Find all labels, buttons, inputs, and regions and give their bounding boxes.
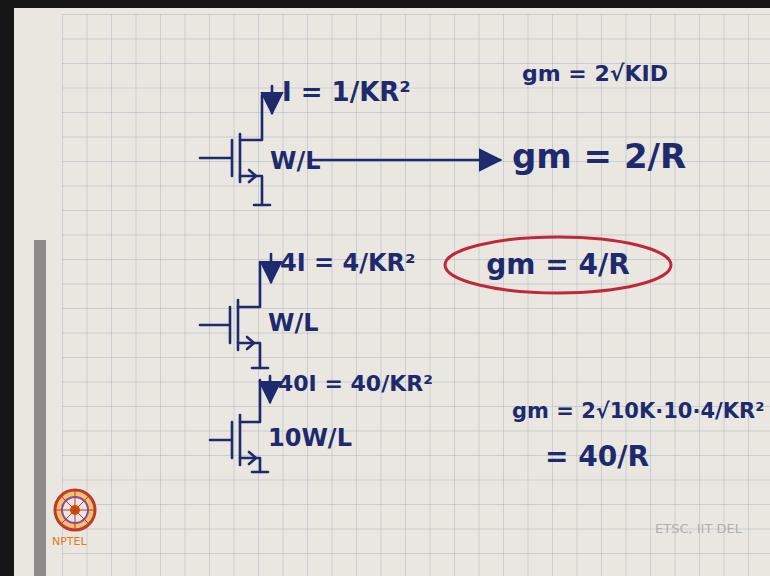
paper-fold — [34, 240, 46, 576]
gm-result: = 40/R — [545, 442, 649, 473]
paper — [14, 8, 770, 576]
current-arrow — [271, 86, 274, 113]
gm-result: gm = 2/R — [512, 138, 686, 175]
mosfet-symbol — [210, 380, 268, 472]
grid — [62, 14, 770, 576]
logo-text: NPTEL — [52, 536, 87, 548]
current-arrow — [269, 376, 272, 402]
gm-result: gm = 4/R — [486, 250, 629, 281]
size-ratio: W/L — [270, 148, 321, 174]
mosfet-symbol — [200, 95, 270, 205]
gm-formula: gm = 2√KID — [522, 62, 668, 86]
highlight-ellipse: gm = 4/R — [442, 234, 674, 296]
current-arrow — [270, 254, 273, 282]
size-ratio: 10W/L — [268, 425, 352, 451]
watermark: ETSC, IIT DEL — [655, 522, 742, 536]
gm-formula: gm = 2√10K·10·4/KR² — [512, 400, 764, 423]
mosfet-symbol — [200, 262, 268, 368]
ellipse-outline — [445, 237, 671, 293]
result-arrow — [310, 159, 500, 162]
size-ratio: W/L — [268, 310, 319, 336]
nptel-logo — [55, 490, 95, 530]
current-equation: I = 1/KR² — [282, 78, 411, 107]
current-equation: 40I = 40/KR² — [278, 372, 433, 396]
current-equation: 4I = 4/KR² — [280, 250, 416, 276]
